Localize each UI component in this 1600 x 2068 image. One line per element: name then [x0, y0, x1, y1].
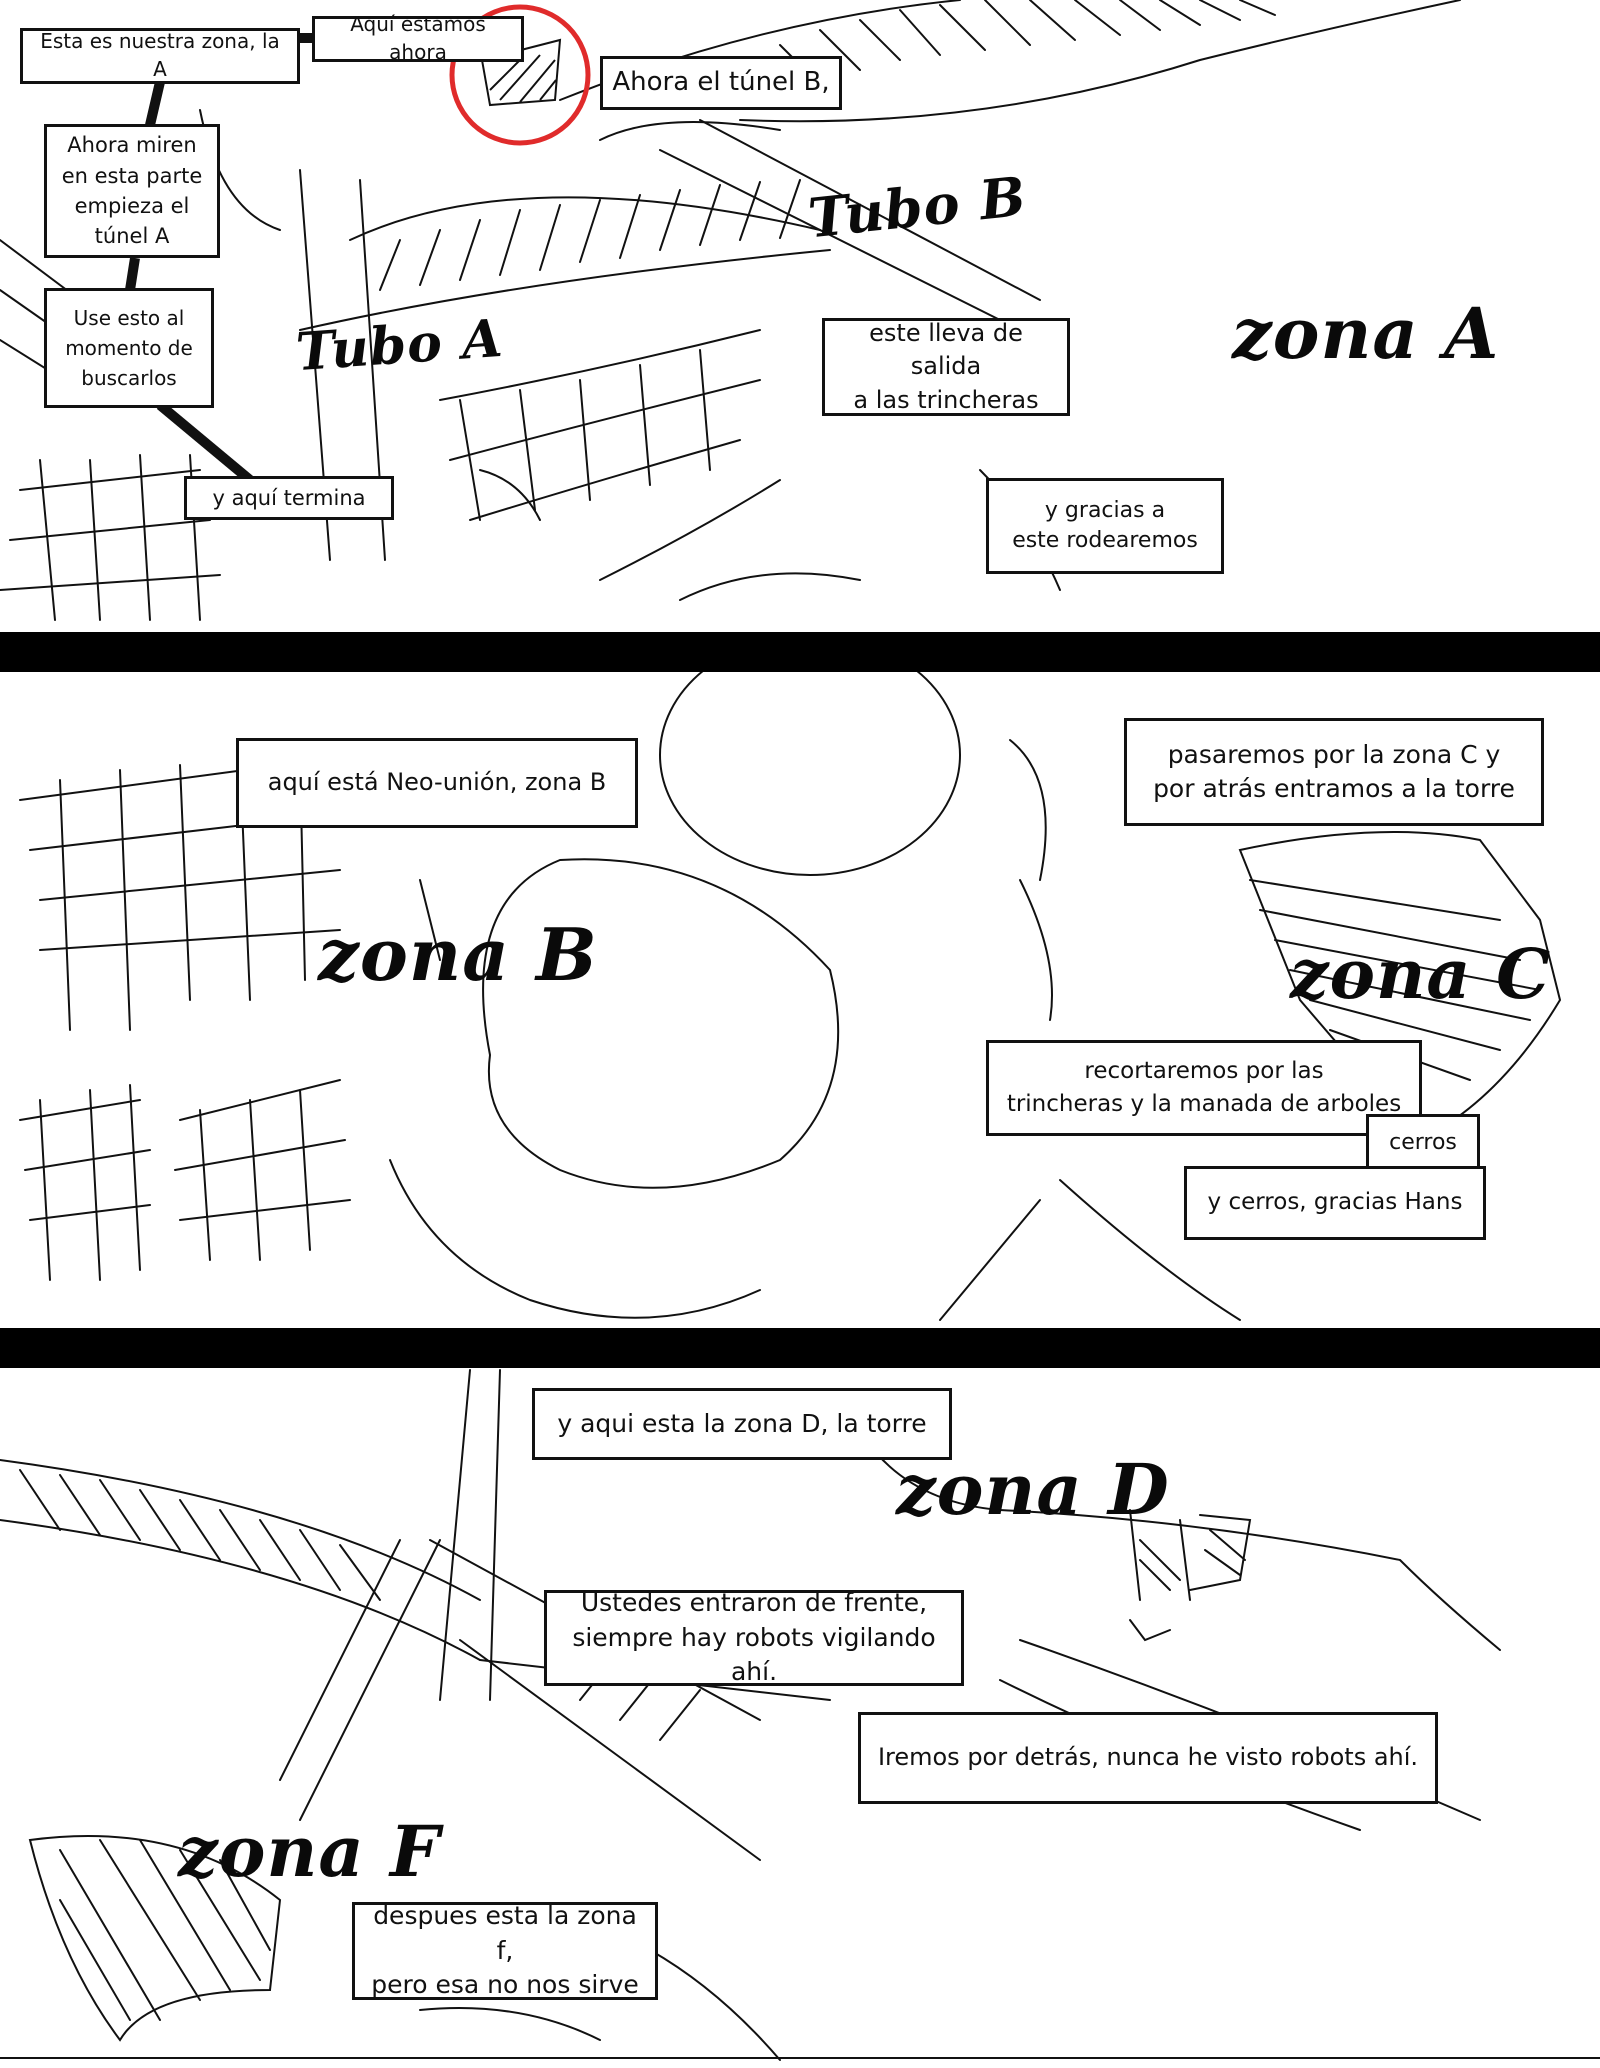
caption-tunnel-a-start: Ahora miren en esta parte empieza el tún…	[44, 124, 220, 258]
caption-zone-c-tower: pasaremos por la zona C y por atrás entr…	[1124, 718, 1544, 826]
zona-c-label: zona C	[1290, 935, 1552, 1015]
here-now-highlight	[449, 4, 591, 146]
zona-b-label: zona B	[318, 912, 598, 997]
caption-zone-d: y aqui esta la zona D, la torre	[532, 1388, 952, 1460]
caption-zona-a-ours: Esta es nuestra zona, la A	[20, 28, 300, 84]
caption-exit-trenches: este lleva de salida a las trincheras	[822, 318, 1070, 416]
zona-a-label: zona A	[1232, 292, 1500, 375]
panel-gutter-2	[0, 1328, 1600, 1368]
caption-behind: Iremos por detrás, nunca he visto robots…	[858, 1712, 1438, 1804]
panel3-sketch	[0, 1369, 1600, 2061]
zona-d-label: zona D	[896, 1448, 1170, 1531]
caption-hills: cerros	[1366, 1114, 1480, 1172]
caption-use-this: Use esto al momento de buscarlos	[44, 288, 214, 408]
caption-tunnel-b: Ahora el túnel B,	[600, 56, 842, 110]
caption-ends-here: y aquí termina	[184, 476, 394, 520]
caption-here-now: Aquí estamos ahora	[312, 12, 524, 64]
panel-gutter-1	[0, 632, 1600, 672]
panel1-sketch	[0, 0, 1461, 621]
caption-thanks-hans: y cerros, gracias Hans	[1184, 1166, 1486, 1240]
caption-shortcut: recortaremos por las trincheras y la man…	[986, 1040, 1422, 1136]
caption-zone-f: despues esta la zona f, pero esa no nos …	[352, 1901, 658, 2000]
caption-front-entry: Ustedes entraron de frente, siempre hay …	[544, 1588, 964, 1686]
caption-neo-union: aquí está Neo-unión, zona B	[236, 738, 638, 828]
zona-f-label: zona F	[178, 1810, 441, 1893]
caption-surround: y gracias a este rodearemos	[986, 478, 1224, 574]
